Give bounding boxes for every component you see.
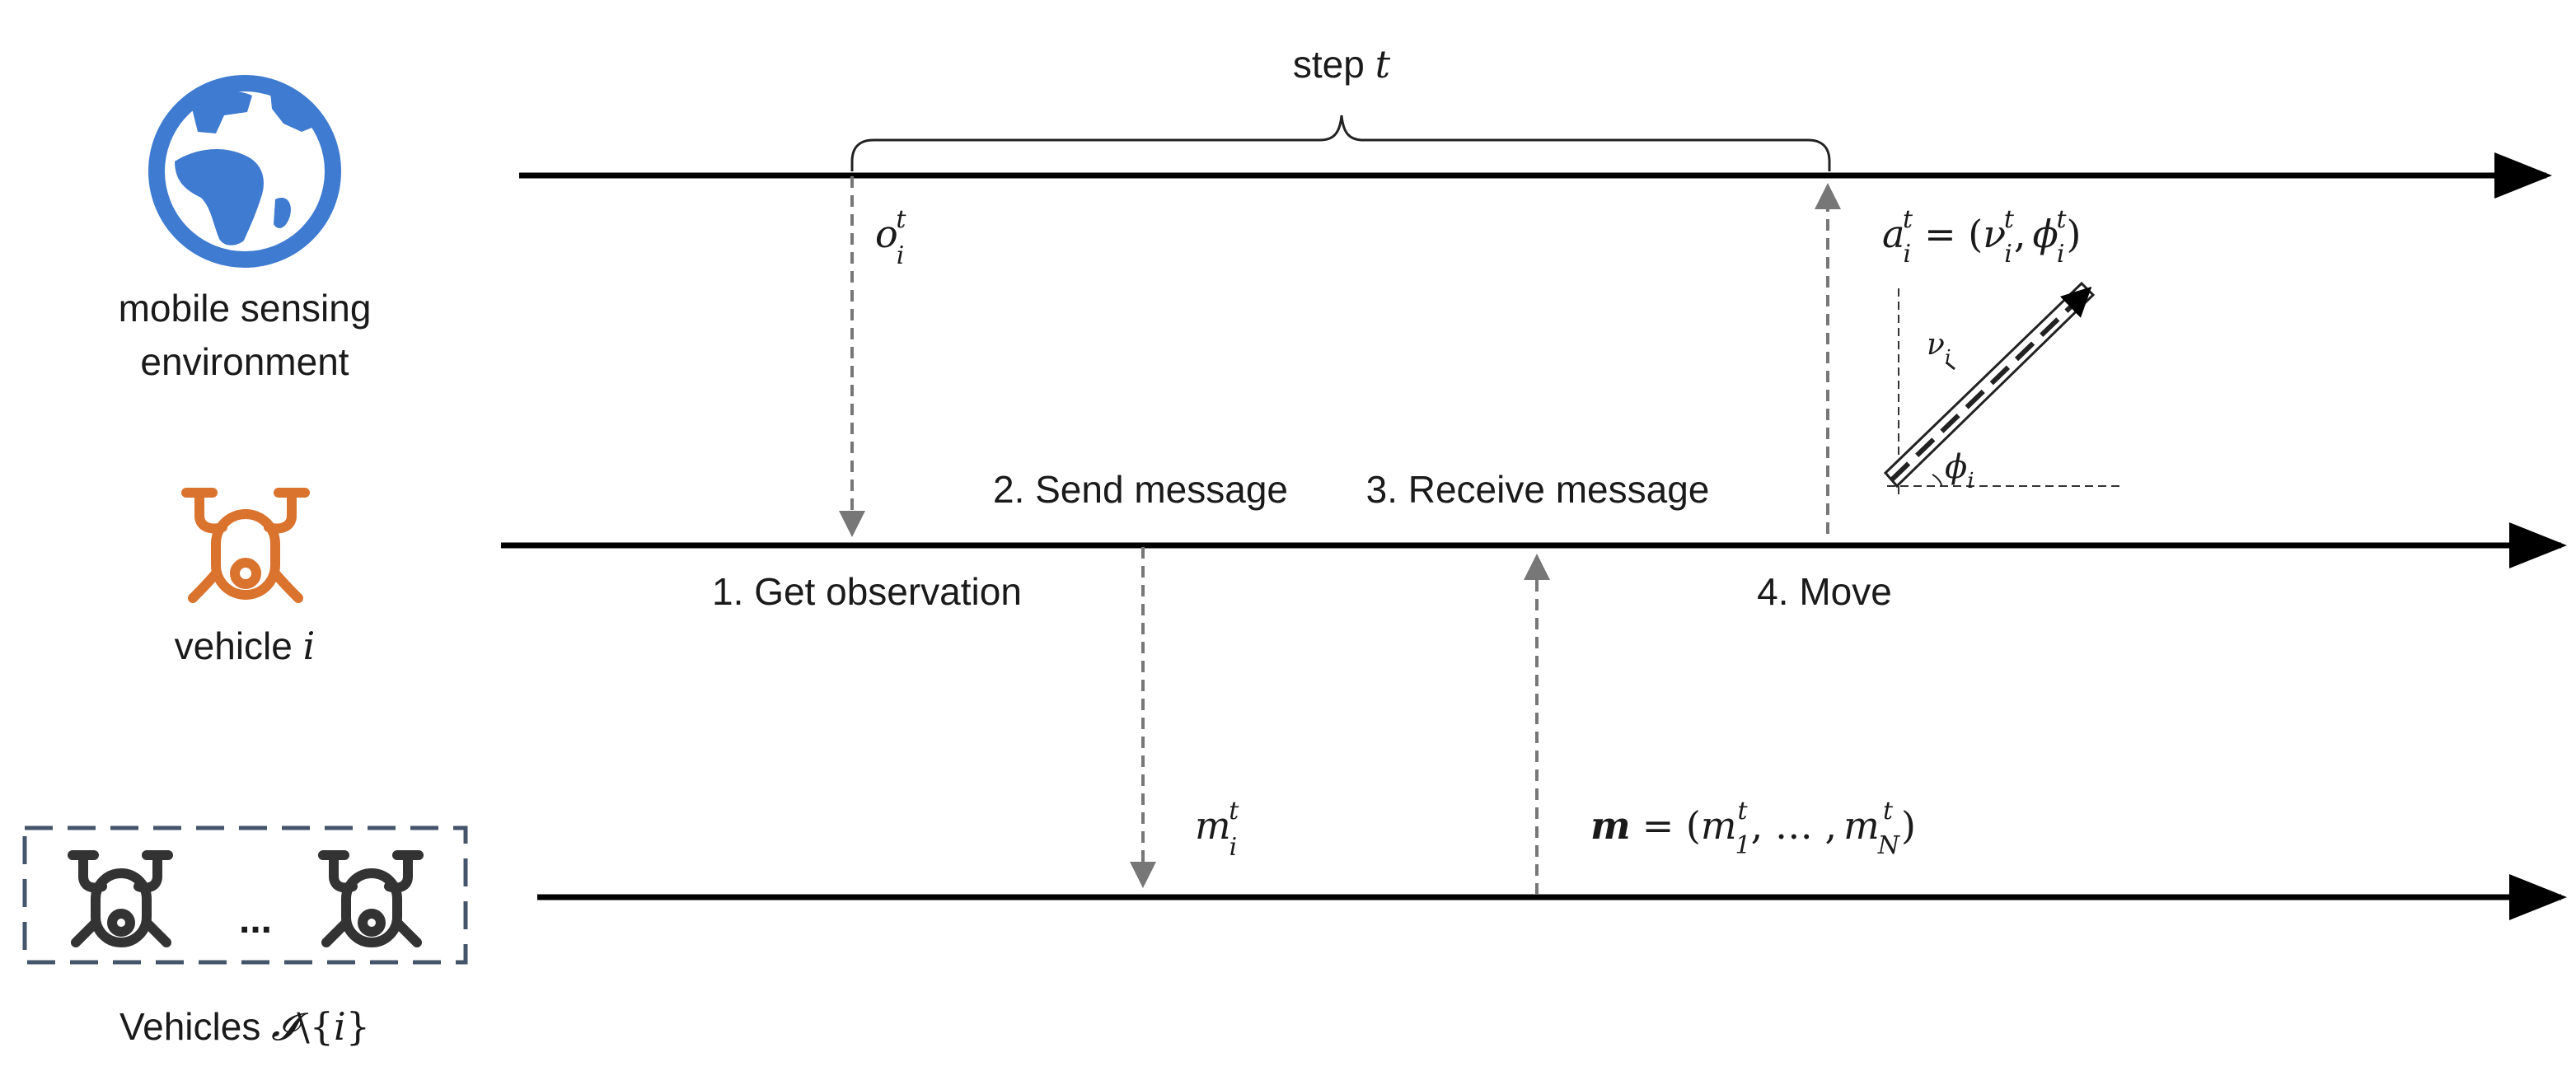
drone-icon-left <box>68 850 173 947</box>
others-label-var: i <box>334 1004 346 1049</box>
step-get-observation: 1. Get observation <box>712 570 1022 613</box>
vehicle-label: vehicle i <box>175 624 316 668</box>
msg-all-close: ) <box>1901 803 1916 848</box>
action-phi: ϕ <box>2033 212 2058 256</box>
action-nu-sub: i <box>2004 240 2012 269</box>
action-phi-sub: i <box>2057 240 2065 269</box>
globe-icon <box>148 75 341 268</box>
msg-all-subN: N <box>1877 831 1901 860</box>
obs-sup: t <box>896 205 906 234</box>
action-sub: i <box>1903 240 1911 269</box>
obs-base: o <box>875 212 898 256</box>
drone-icon <box>181 488 310 603</box>
msg-i-sub: i <box>1229 833 1238 862</box>
msg-all-mN: m <box>1843 803 1880 848</box>
msg-i-base: m <box>1195 803 1231 848</box>
environment-label-line2: environment <box>140 340 349 383</box>
action-phi-sup: t <box>2056 205 2067 234</box>
nu-sub: i <box>1945 346 1951 369</box>
others-label-brace: \{ <box>297 1004 334 1049</box>
action-base: a <box>1882 212 1904 256</box>
action-nu-sup: t <box>2004 205 2015 234</box>
msg-all-bold: m <box>1590 803 1631 848</box>
msg-all-m1: m <box>1701 803 1737 848</box>
phi-label: ϕi <box>1945 448 1974 493</box>
phi-base: ϕ <box>1945 448 1967 486</box>
vehicle-label-var: i <box>303 624 316 668</box>
environment-label-line1: mobile sensing <box>119 287 372 330</box>
message-all-equation: m= (m1t, … ,mNt) <box>1590 797 1916 860</box>
action-equation: ait= (νit,ϕit) <box>1882 205 2081 269</box>
step-label-text: step <box>1293 43 1375 86</box>
step-brace <box>850 115 1831 171</box>
others-label-close: } <box>346 1004 370 1049</box>
nu-label: νi <box>1927 328 1951 369</box>
action-sup: t <box>1903 205 1913 234</box>
phi-sub: i <box>1967 469 1974 493</box>
ellipsis: ... <box>239 898 272 942</box>
msg-all-supN: t <box>1883 797 1894 825</box>
action-comma: , <box>2014 212 2026 256</box>
msg-all-dots: , … , <box>1751 803 1838 848</box>
observation-symbol: oit <box>875 205 906 270</box>
action-close: ) <box>2067 212 2082 256</box>
obs-sub: i <box>897 241 905 270</box>
movement-sketch <box>1883 281 2119 499</box>
msg-all-eq: = ( <box>1642 803 1701 848</box>
action-nu: ν <box>1983 212 2006 256</box>
other-vehicles-box <box>22 825 468 965</box>
vehicle-label-text: vehicle <box>175 624 303 667</box>
others-label-text: Vehicles <box>119 1005 271 1048</box>
msg-i-sup: t <box>1229 797 1239 825</box>
nu-base: ν <box>1927 328 1945 362</box>
step-send-message: 2. Send message <box>993 468 1288 511</box>
message-i-symbol: mit <box>1195 797 1239 862</box>
action-eq: = ( <box>1924 212 1983 256</box>
others-label: Vehicles 𝓘\{i} <box>119 1004 370 1049</box>
step-label: step t <box>1293 42 1391 87</box>
step-receive-message: 3. Receive message <box>1366 468 1710 511</box>
msg-all-sup1: t <box>1738 797 1749 825</box>
step-move: 4. Move <box>1757 570 1892 613</box>
drone-icon-right <box>318 850 424 947</box>
msg-all-sub1: 1 <box>1735 831 1750 860</box>
step-label-var: t <box>1375 42 1391 87</box>
